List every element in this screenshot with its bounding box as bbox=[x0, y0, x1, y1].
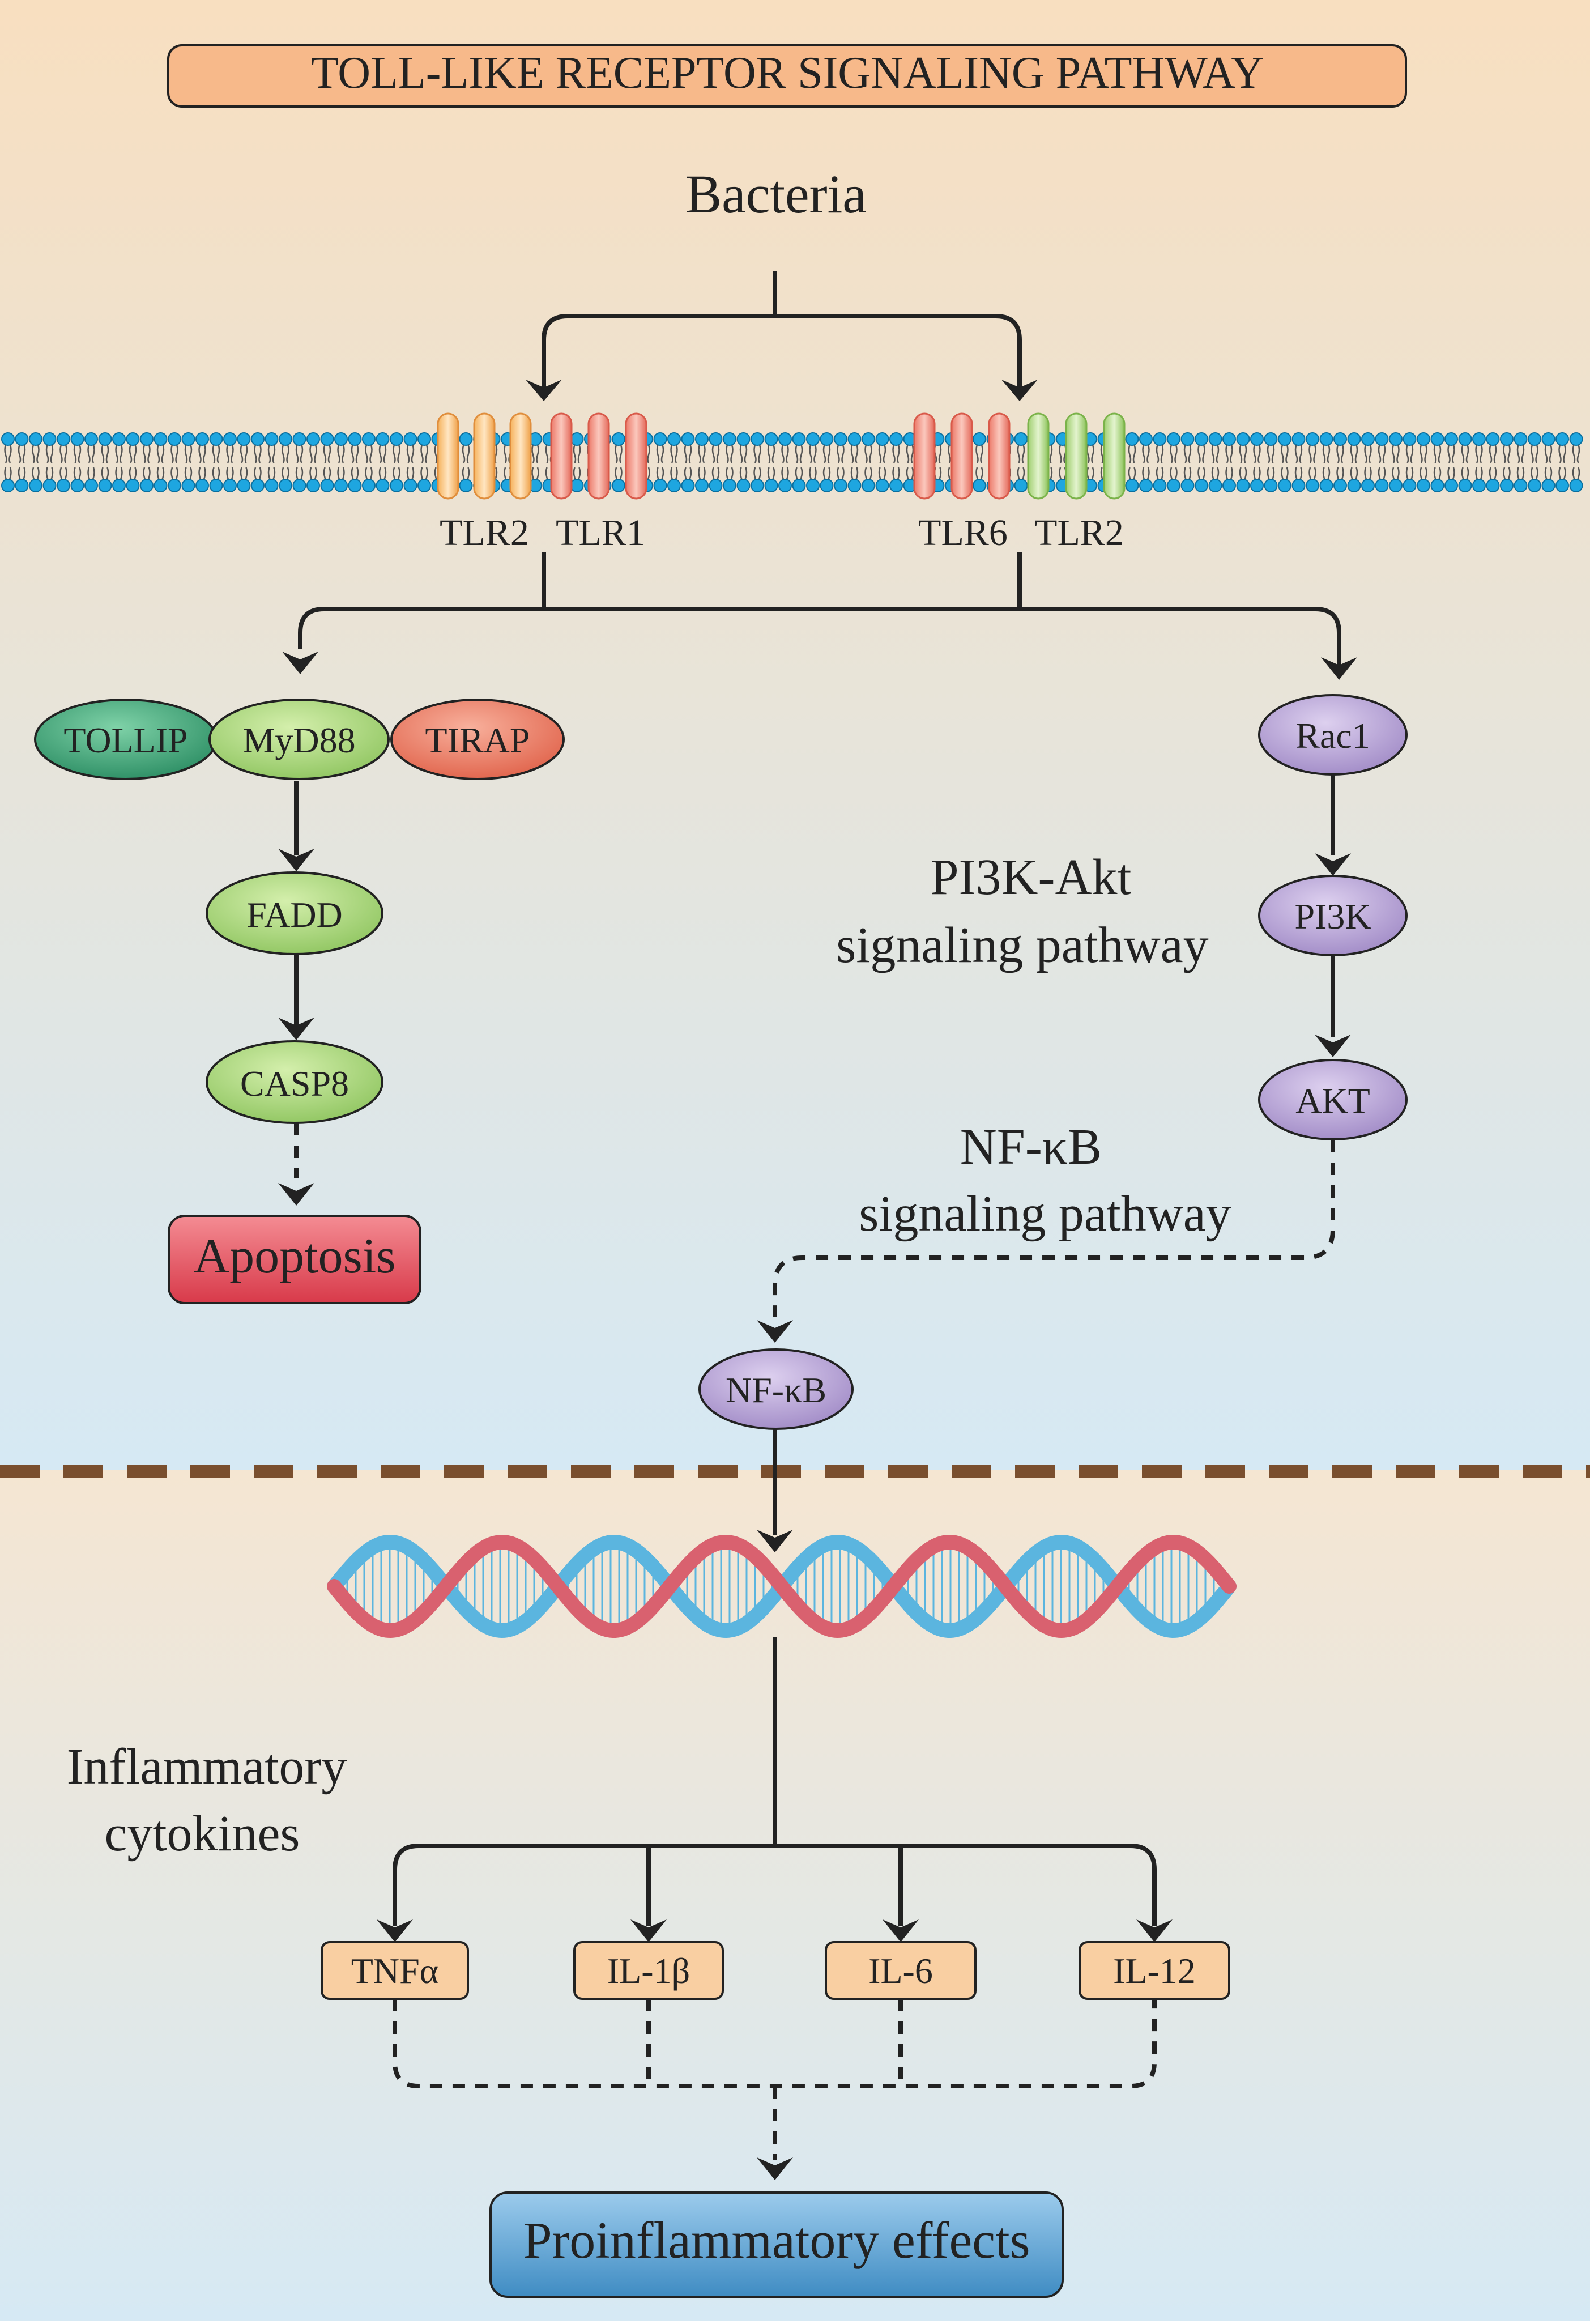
rac1-label: Rac1 bbox=[1295, 716, 1370, 756]
inflammatory-label-line1: Inflammatory bbox=[67, 1739, 347, 1795]
myd88-label: MyD88 bbox=[242, 720, 355, 760]
myd88-node bbox=[208, 699, 390, 780]
casp8-label: CASP8 bbox=[240, 1063, 349, 1104]
bacteria-arrows bbox=[542, 271, 1022, 392]
pi3k-branch-arrows bbox=[773, 775, 1335, 1317]
proinflammatory-effects-box bbox=[489, 2191, 1064, 2298]
fadd-node bbox=[206, 871, 383, 955]
proinflammatory-effects-label: Proinflammatory effects bbox=[523, 2211, 1030, 2269]
arrowhead-fadd bbox=[278, 849, 314, 871]
arrowhead-pi3k bbox=[1315, 853, 1351, 876]
apoptosis-box bbox=[168, 1215, 421, 1304]
inflammatory-label-line2: cytokines bbox=[105, 1806, 300, 1862]
arrowhead-il6 bbox=[883, 1919, 919, 1942]
akt-label: AKT bbox=[1295, 1080, 1370, 1121]
arrowhead-apoptosis bbox=[278, 1183, 314, 1206]
nfkb-label: NF-κB bbox=[726, 1370, 826, 1410]
tlr2-left-receptor bbox=[437, 412, 532, 500]
pi3k-label: PI3K bbox=[1294, 896, 1371, 937]
arrowhead-il1b bbox=[630, 1919, 667, 1942]
tlr2-right-label: TLR2 bbox=[1034, 512, 1124, 554]
title-box bbox=[167, 44, 1407, 108]
effects-arrows bbox=[393, 1999, 1157, 2160]
il1b-label: IL-1β bbox=[607, 1951, 690, 1991]
dna-strand-red bbox=[327, 1534, 1237, 1638]
tlr6-receptor bbox=[913, 412, 1011, 500]
arrowhead-right-receptor bbox=[1001, 380, 1038, 401]
rac1-node bbox=[1258, 694, 1408, 776]
receptor-output-arrows bbox=[298, 552, 1341, 674]
arrowhead-tnfa bbox=[377, 1919, 413, 1942]
title-text: TOLL-LIKE RECEPTOR SIGNALING PATHWAY bbox=[311, 48, 1264, 98]
tlr2-right-receptor bbox=[1027, 412, 1126, 500]
cytokine-arrows bbox=[393, 1637, 1157, 1926]
arrowhead-il12 bbox=[1136, 1919, 1173, 1942]
dna-helix bbox=[327, 1534, 1237, 1638]
arrowhead-nfkb bbox=[757, 1320, 793, 1343]
arrowhead-left-receptor bbox=[526, 380, 562, 401]
nfkb-pathway-label-line2: signaling pathway bbox=[859, 1186, 1231, 1242]
arrowhead-dna bbox=[757, 1530, 793, 1552]
tlr-receptors bbox=[437, 412, 1126, 500]
il12-label: IL-12 bbox=[1113, 1951, 1196, 1991]
casp8-node bbox=[206, 1040, 383, 1124]
bacteria-label: Bacteria bbox=[685, 164, 867, 224]
pi3k-akt-pathway-label-line2: signaling pathway bbox=[836, 917, 1208, 973]
fadd-label: FADD bbox=[246, 895, 343, 935]
tlr1-receptor bbox=[550, 412, 647, 500]
pi3k-akt-pathway-label-line1: PI3K-Akt bbox=[931, 849, 1132, 905]
tlr2-left-label: TLR2 bbox=[440, 512, 529, 554]
arrowhead-effects bbox=[757, 2157, 793, 2180]
apoptosis-label: Apoptosis bbox=[194, 1229, 396, 1284]
tollip-label: TOLLIP bbox=[63, 720, 187, 760]
il6-label: IL-6 bbox=[868, 1951, 933, 1991]
tnfa-label: TNFα bbox=[351, 1951, 438, 1991]
akt-node bbox=[1258, 1059, 1408, 1140]
arrowhead-myd88 bbox=[282, 652, 318, 674]
tlr6-label: TLR6 bbox=[918, 512, 1008, 554]
arrowhead-akt bbox=[1315, 1035, 1351, 1057]
arrowhead-rac1 bbox=[1321, 657, 1357, 680]
nfkb-pathway-label-line1: NF-κB bbox=[960, 1119, 1102, 1175]
tlr1-label: TLR1 bbox=[556, 512, 645, 554]
tirap-label: TIRAP bbox=[425, 720, 530, 760]
tirap-node bbox=[390, 699, 565, 780]
arrowhead-casp8 bbox=[278, 1018, 314, 1040]
